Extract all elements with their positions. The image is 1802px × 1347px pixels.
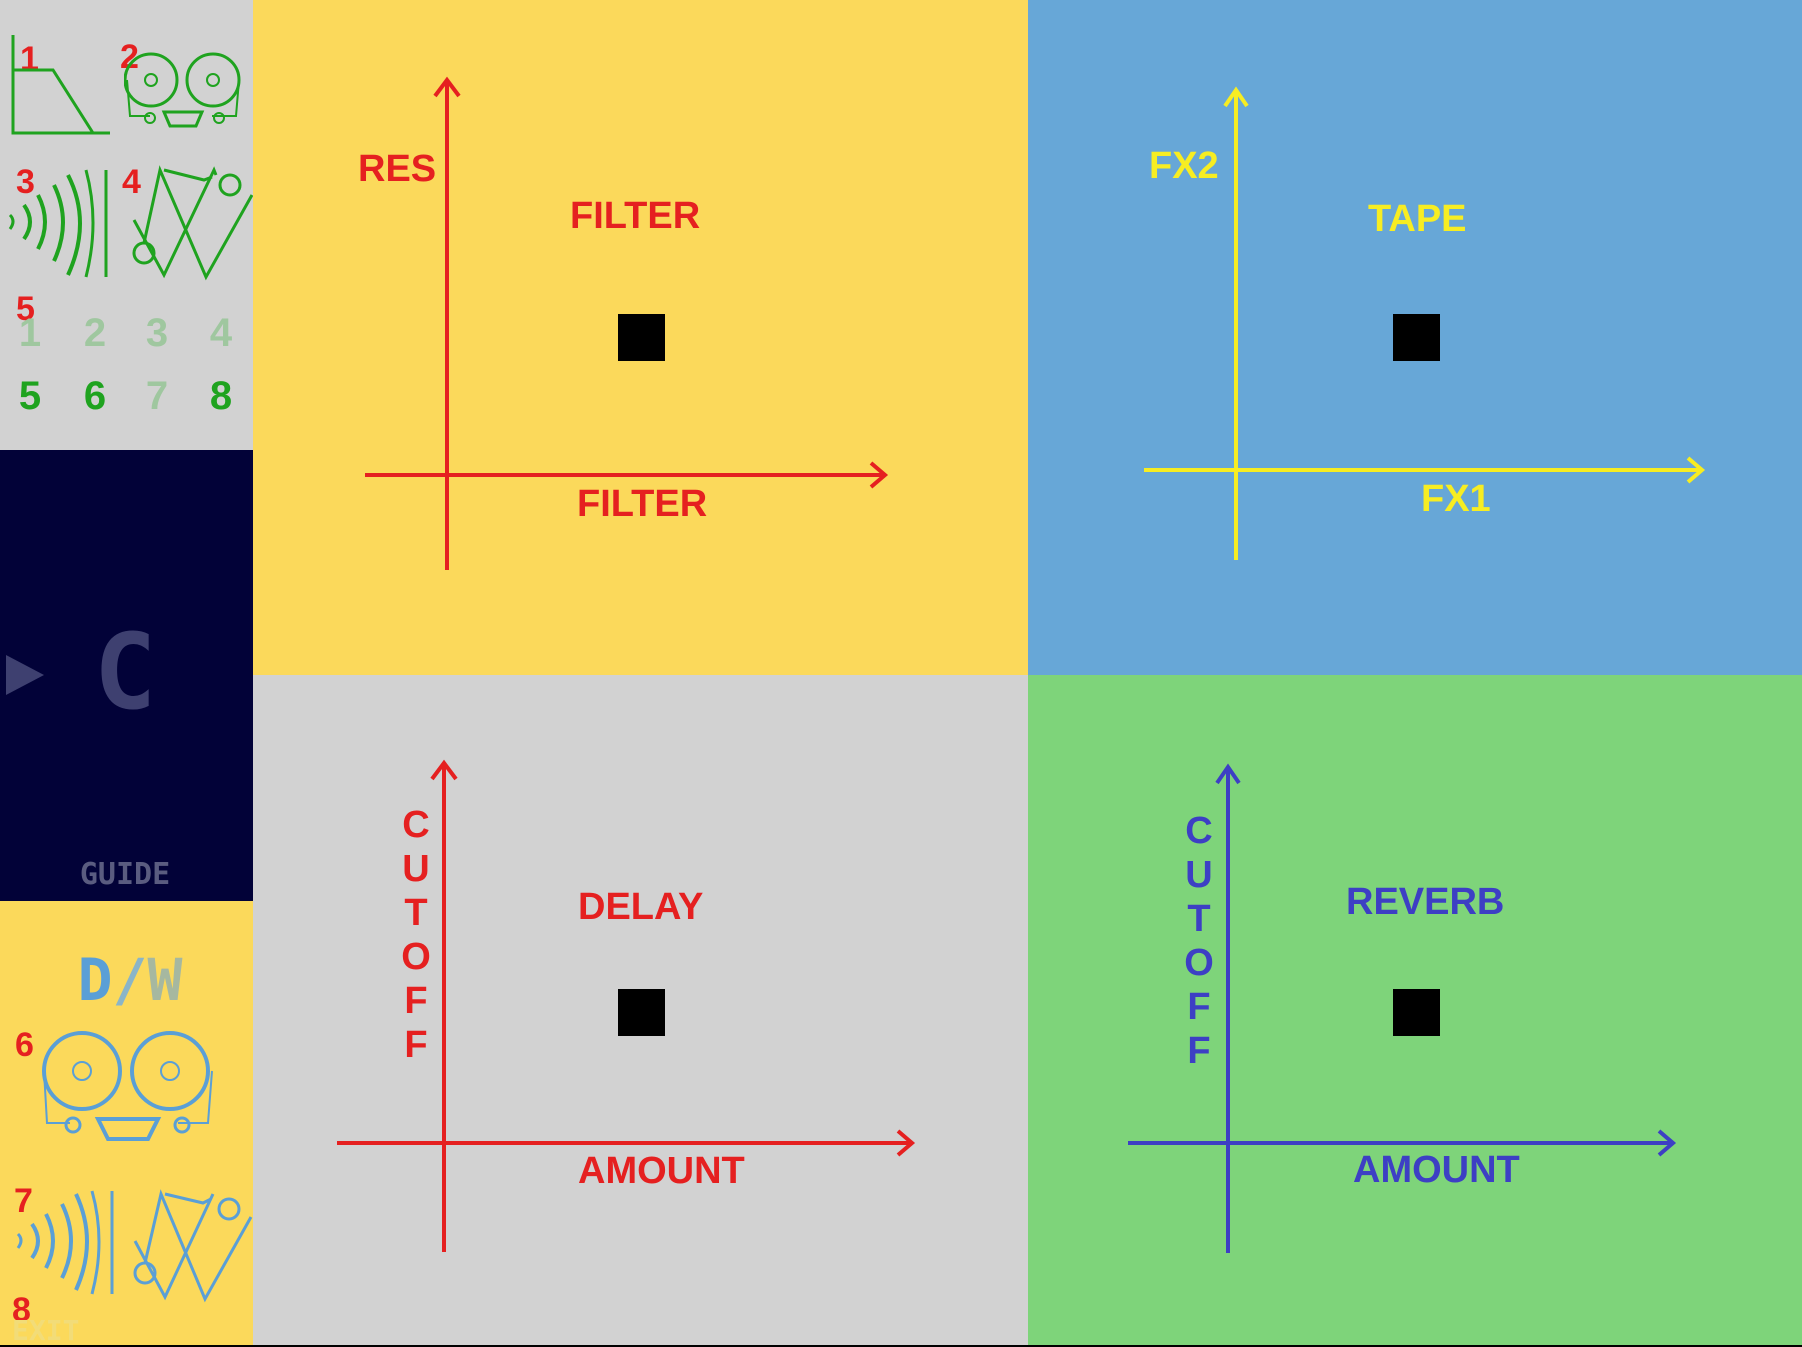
y-letter: C xyxy=(402,804,430,846)
guide-panel: C GUIDE xyxy=(0,450,253,901)
xy-handle[interactable] xyxy=(618,989,665,1036)
slot-number-5: 5 xyxy=(16,290,35,328)
x-axis-label: AMOUNT xyxy=(1353,1149,1520,1191)
bank-button-6[interactable]: 6 xyxy=(83,374,107,418)
slot-number-4: 4 xyxy=(122,163,141,201)
filter-icon[interactable] xyxy=(8,35,113,137)
y-letter: U xyxy=(1185,854,1213,896)
slot-number-2: 2 xyxy=(120,38,139,76)
y-axis-label: C U T O F F xyxy=(1179,809,1219,1073)
pad-title: FILTER xyxy=(570,195,701,237)
slot-number-8: 8 xyxy=(12,1291,31,1329)
bank-button-2[interactable]: 2 xyxy=(83,311,107,355)
y-letter: F xyxy=(1187,1030,1211,1072)
y-axis-label: RES xyxy=(358,148,437,190)
slot-number-7: 7 xyxy=(14,1182,33,1220)
bank-button-1[interactable]: 1 xyxy=(18,311,42,355)
reverb-icon[interactable] xyxy=(6,165,111,280)
play-icon[interactable] xyxy=(6,655,44,695)
reverb-icon[interactable] xyxy=(16,1186,116,1296)
dry-wet-toggle[interactable]: D/W xyxy=(60,951,200,1009)
y-letter: O xyxy=(1184,942,1214,984)
tape-icon[interactable] xyxy=(124,50,244,130)
slash-label: / xyxy=(112,946,148,1014)
y-axis-label: C U T O F F xyxy=(396,803,436,1067)
pad-title: REVERB xyxy=(1346,881,1505,923)
dry-label: D xyxy=(77,946,113,1014)
reverb-axes xyxy=(1128,763,1677,1253)
delay-axes xyxy=(337,759,916,1252)
xy-pad-filter[interactable]: RES FILTER FILTER xyxy=(253,0,1028,675)
bank-button-3[interactable]: 3 xyxy=(145,311,169,355)
y-letter: F xyxy=(404,1024,428,1066)
filter-axes xyxy=(365,76,889,570)
x-axis-label: FILTER xyxy=(577,483,708,525)
y-letter: U xyxy=(402,848,430,890)
xy-handle[interactable] xyxy=(618,314,665,361)
xy-pad-reverb[interactable]: C U T O F F REVERB AMOUNT xyxy=(1028,675,1802,1345)
delay-icon[interactable] xyxy=(124,165,254,285)
bank-button-7[interactable]: 7 xyxy=(145,374,169,418)
slot-number-3: 3 xyxy=(16,163,35,201)
y-letter: F xyxy=(1187,986,1211,1028)
x-axis-label: AMOUNT xyxy=(578,1150,745,1192)
guide-button[interactable]: GUIDE xyxy=(79,857,171,892)
bank-button-5[interactable]: 5 xyxy=(18,374,42,418)
pad-title: DELAY xyxy=(578,886,704,928)
delay-icon[interactable] xyxy=(125,1189,253,1304)
xy-handle[interactable] xyxy=(1393,314,1440,361)
effect-selector-panel: 1 2 3 4 5 xyxy=(0,0,254,450)
tape-icon[interactable] xyxy=(40,1031,220,1151)
xy-pad-delay[interactable]: C U T O F F DELAY AMOUNT xyxy=(253,675,1028,1345)
xy-handle[interactable] xyxy=(1393,989,1440,1036)
dry-wet-panel: D/W 6 7 8 xyxy=(0,901,253,1345)
slot-number-1: 1 xyxy=(20,40,39,78)
exit-button[interactable]: EXIT xyxy=(12,1314,80,1347)
y-letter: T xyxy=(1187,898,1211,940)
bank-button-4[interactable]: 4 xyxy=(209,311,233,355)
y-axis-label: FX2 xyxy=(1149,145,1219,187)
tape-axes xyxy=(1144,86,1706,560)
xy-pad-tape[interactable]: FX2 TAPE FX1 xyxy=(1028,0,1802,675)
y-letter: T xyxy=(404,892,428,934)
pad-title: TAPE xyxy=(1368,198,1467,240)
x-axis-label: FX1 xyxy=(1421,478,1491,520)
y-letter: O xyxy=(401,936,431,978)
bank-button-8[interactable]: 8 xyxy=(209,374,233,418)
y-letter: C xyxy=(1185,810,1213,852)
slot-number-6: 6 xyxy=(15,1026,34,1064)
y-letter: F xyxy=(404,980,428,1022)
sidebar: 1 2 3 4 5 xyxy=(0,0,254,1345)
wet-label: W xyxy=(147,946,183,1014)
key-letter: C xyxy=(93,611,157,733)
